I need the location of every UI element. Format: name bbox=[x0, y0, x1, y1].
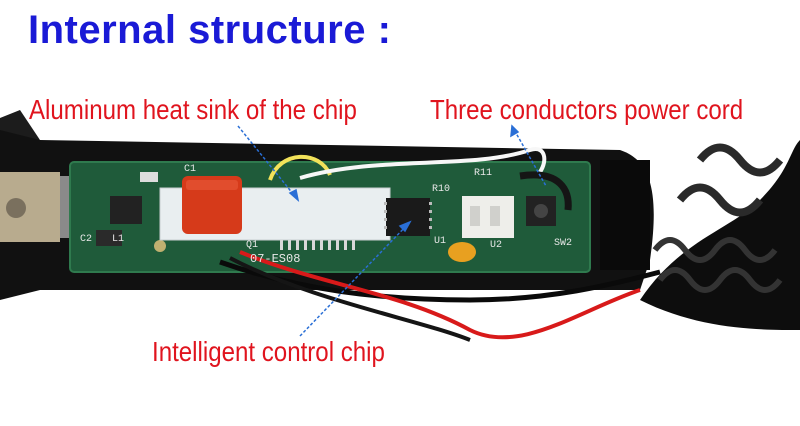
marking-u2: U2 bbox=[490, 240, 503, 251]
marking-l1: L1 bbox=[112, 234, 125, 245]
marking-c2: C2 bbox=[80, 234, 93, 245]
marking-model: 07-ES08 bbox=[250, 252, 301, 266]
metal-barrel bbox=[0, 172, 80, 242]
label-power-cord: Three conductors power cord bbox=[430, 94, 744, 125]
label-heat-sink: Aluminum heat sink of the chip bbox=[29, 94, 357, 125]
pointer-arrows bbox=[237, 124, 547, 337]
label-control-chip: Intelligent control chip bbox=[152, 336, 385, 367]
marking-q1: Q1 bbox=[246, 240, 259, 251]
page-title: Internal structure : bbox=[28, 8, 392, 52]
power-cord-coil bbox=[640, 140, 800, 330]
marking-u1: U1 bbox=[434, 236, 447, 247]
pcb-board bbox=[69, 161, 591, 273]
wires bbox=[219, 147, 661, 342]
marking-sw2: SW2 bbox=[554, 238, 573, 249]
marking-c1: C1 bbox=[184, 164, 197, 175]
marking-r11: R11 bbox=[474, 168, 493, 179]
marking-r10: R10 bbox=[432, 184, 451, 195]
